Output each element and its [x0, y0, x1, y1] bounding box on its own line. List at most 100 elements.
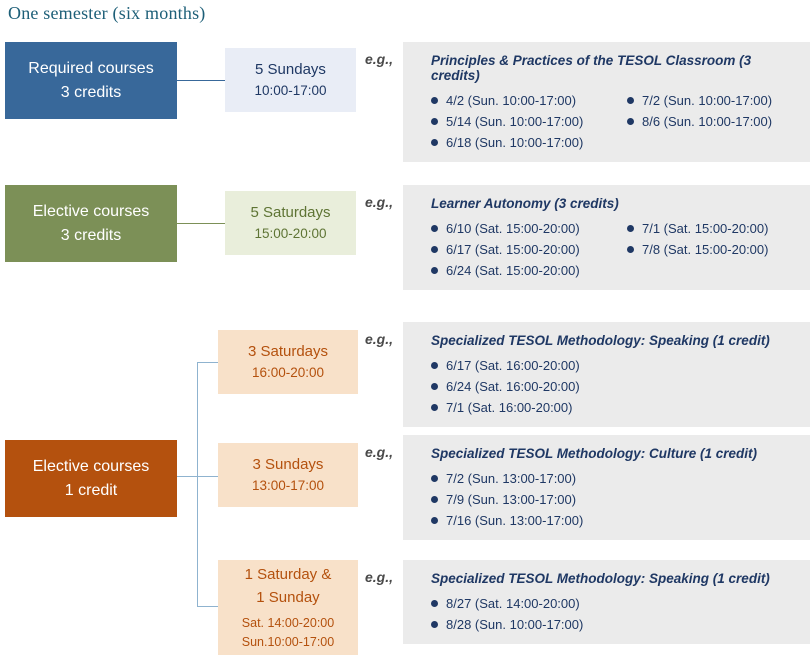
date-columns: 4/2 (Sun. 10:00-17:00) 5/14 (Sun. 10:00-… — [431, 90, 800, 153]
bullet-icon — [627, 246, 634, 253]
course-date-item: 6/24 (Sat. 15:00-20:00) — [431, 260, 627, 281]
schedule-days: 1 Saturday & — [244, 566, 332, 584]
course-panel-elective-3: Learner Autonomy (3 credits) 6/10 (Sat. … — [403, 185, 810, 290]
course-date-item: 7/9 (Sun. 13:00-17:00) — [431, 489, 583, 510]
schedule-time: 10:00-17:00 — [254, 83, 327, 99]
course-date: 8/6 (Sun. 10:00-17:00) — [642, 114, 773, 129]
course-date: 7/9 (Sun. 13:00-17:00) — [446, 492, 577, 507]
date-columns: 6/17 (Sat. 16:00-20:00) 6/24 (Sat. 16:00… — [431, 355, 800, 418]
course-date-item: 5/14 (Sun. 10:00-17:00) — [431, 111, 627, 132]
page-title: One semester (six months) — [8, 3, 206, 23]
course-date: 6/24 (Sat. 16:00-20:00) — [446, 379, 580, 394]
block-required-courses: Required courses 3 credits — [5, 42, 177, 119]
course-title: Principles & Practices of the TESOL Clas… — [431, 53, 752, 83]
course-date-item: 6/24 (Sat. 16:00-20:00) — [431, 376, 580, 397]
connector-line — [197, 606, 218, 607]
schedule-box-3-saturdays: 3 Saturdays 16:00-20:00 — [218, 330, 358, 394]
date-column-1: 6/17 (Sat. 16:00-20:00) 6/24 (Sat. 16:00… — [431, 355, 580, 418]
schedule-days: 3 Sundays — [252, 455, 324, 473]
eg-label: e.g., — [365, 194, 394, 210]
course-panel-culture: Specialized TESOL Methodology: Culture (… — [403, 435, 810, 540]
bullet-icon — [431, 517, 438, 524]
schedule-time: Sat. 14:00-20:00 — [241, 616, 335, 631]
date-column-2: 7/2 (Sun. 10:00-17:00) 8/6 (Sun. 10:00-1… — [627, 90, 772, 153]
block-label-line1: Required courses — [28, 59, 154, 77]
schedule-box-elective-3: 5 Saturdays 15:00-20:00 — [225, 191, 356, 255]
course-title: Specialized TESOL Methodology: Culture (… — [431, 446, 758, 461]
date-column-1: 4/2 (Sun. 10:00-17:00) 5/14 (Sun. 10:00-… — [431, 90, 627, 153]
course-title: Specialized TESOL Methodology: Speaking … — [431, 571, 770, 586]
bullet-icon — [431, 621, 438, 628]
block-label-line1: Elective courses — [32, 202, 150, 220]
block-label-line1: Elective courses — [32, 457, 150, 475]
course-date-item: 7/2 (Sun. 10:00-17:00) — [627, 90, 772, 111]
block-label-line2: 3 credits — [60, 83, 122, 101]
eg-label: e.g., — [365, 51, 394, 67]
schedule-days: 5 Saturdays — [250, 203, 331, 221]
bullet-icon — [431, 383, 438, 390]
eg-label: e.g., — [365, 569, 394, 585]
schedule-box-required: 5 Sundays 10:00-17:00 — [225, 48, 356, 112]
date-column-2: 7/1 (Sat. 15:00-20:00) 7/8 (Sat. 15:00-2… — [627, 218, 768, 281]
bullet-icon — [431, 362, 438, 369]
connector-line — [177, 80, 225, 81]
date-columns: 8/27 (Sat. 14:00-20:00) 8/28 (Sun. 10:00… — [431, 593, 800, 635]
course-date-item: 7/2 (Sun. 13:00-17:00) — [431, 468, 583, 489]
course-date: 7/8 (Sat. 15:00-20:00) — [642, 242, 769, 257]
course-date-item: 8/27 (Sat. 14:00-20:00) — [431, 593, 583, 614]
course-date: 6/10 (Sat. 15:00-20:00) — [446, 221, 580, 236]
course-date: 6/17 (Sat. 15:00-20:00) — [446, 242, 580, 257]
schedule-time: 15:00-20:00 — [254, 226, 327, 242]
schedule-box-3-sundays: 3 Sundays 13:00-17:00 — [218, 443, 358, 507]
bullet-icon — [431, 118, 438, 125]
schedule-time: 13:00-17:00 — [251, 478, 325, 494]
connector-line — [197, 362, 198, 607]
course-title: Learner Autonomy (3 credits) — [431, 196, 619, 211]
course-date: 7/1 (Sat. 16:00-20:00) — [446, 400, 573, 415]
bullet-icon — [431, 404, 438, 411]
course-panel-speaking-weekend: Specialized TESOL Methodology: Speaking … — [403, 560, 810, 644]
date-columns: 7/2 (Sun. 13:00-17:00) 7/9 (Sun. 13:00-1… — [431, 468, 800, 531]
course-date-item: 6/17 (Sat. 16:00-20:00) — [431, 355, 580, 376]
bullet-icon — [431, 139, 438, 146]
course-date-item: 6/18 (Sun. 10:00-17:00) — [431, 132, 627, 153]
eg-label: e.g., — [365, 331, 394, 347]
course-date: 7/1 (Sat. 15:00-20:00) — [642, 221, 769, 236]
block-elective-3-credits: Elective courses 3 credits — [5, 185, 177, 262]
bullet-icon — [431, 475, 438, 482]
block-label-line2: 3 credits — [60, 226, 122, 244]
course-date-item: 8/6 (Sun. 10:00-17:00) — [627, 111, 772, 132]
bullet-icon — [431, 496, 438, 503]
course-date-item: 6/17 (Sat. 15:00-20:00) — [431, 239, 627, 260]
course-date-item: 7/16 (Sun. 13:00-17:00) — [431, 510, 583, 531]
course-date: 7/16 (Sun. 13:00-17:00) — [446, 513, 584, 528]
block-label-line2: 1 credit — [64, 481, 118, 499]
schedule-days: 5 Sundays — [255, 60, 326, 78]
connector-line — [197, 362, 218, 363]
schedule-days: 3 Saturdays — [247, 342, 329, 360]
bullet-icon — [627, 225, 634, 232]
schedule-days: 1 Sunday — [256, 588, 320, 606]
bullet-icon — [627, 118, 634, 125]
schedule-box-sat-and-sun: 1 Saturday & 1 Sunday Sat. 14:00-20:00 S… — [218, 560, 358, 655]
course-date: 8/27 (Sat. 14:00-20:00) — [446, 596, 580, 611]
schedule-time: Sun.10:00-17:00 — [241, 634, 335, 649]
course-date-item: 4/2 (Sun. 10:00-17:00) — [431, 90, 627, 111]
schedule-time: 16:00-20:00 — [251, 365, 325, 381]
date-column-1: 7/2 (Sun. 13:00-17:00) 7/9 (Sun. 13:00-1… — [431, 468, 583, 531]
course-panel-required: Principles & Practices of the TESOL Clas… — [403, 42, 810, 162]
date-columns: 6/10 (Sat. 15:00-20:00) 6/17 (Sat. 15:00… — [431, 218, 800, 281]
date-column-1: 6/10 (Sat. 15:00-20:00) 6/17 (Sat. 15:00… — [431, 218, 627, 281]
bullet-icon — [431, 225, 438, 232]
course-date-item: 7/8 (Sat. 15:00-20:00) — [627, 239, 768, 260]
bullet-icon — [627, 97, 634, 104]
course-date-item: 6/10 (Sat. 15:00-20:00) — [431, 218, 627, 239]
connector-line — [177, 223, 225, 224]
bullet-icon — [431, 600, 438, 607]
course-date-item: 7/1 (Sat. 16:00-20:00) — [431, 397, 580, 418]
bullet-icon — [431, 246, 438, 253]
course-date: 5/14 (Sun. 10:00-17:00) — [446, 114, 584, 129]
course-date: 7/2 (Sun. 10:00-17:00) — [642, 93, 773, 108]
date-column-1: 8/27 (Sat. 14:00-20:00) 8/28 (Sun. 10:00… — [431, 593, 583, 635]
course-date-item: 8/28 (Sun. 10:00-17:00) — [431, 614, 583, 635]
